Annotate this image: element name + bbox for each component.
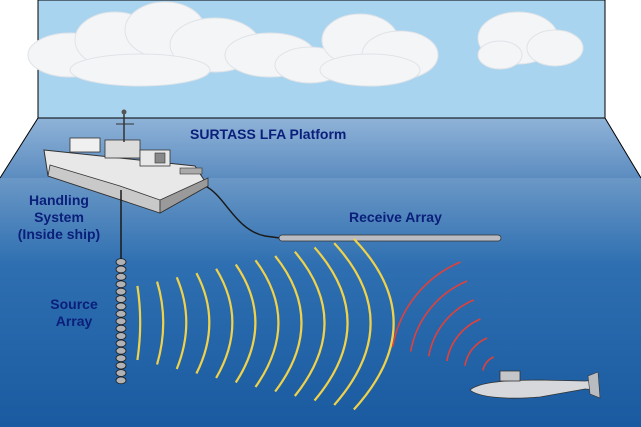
frame-edge-left bbox=[0, 117, 39, 179]
sound-wave-arc bbox=[234, 263, 257, 384]
source-element bbox=[115, 272, 127, 281]
sound-wave-arc bbox=[175, 276, 188, 370]
echo-wave-arc bbox=[409, 280, 468, 352]
echo-wave-arc bbox=[427, 299, 475, 357]
source-element bbox=[115, 376, 127, 385]
source-element bbox=[115, 354, 127, 363]
sound-wave-arc bbox=[274, 255, 303, 393]
source-element bbox=[115, 317, 127, 326]
echo-wave-arc bbox=[391, 261, 461, 347]
platform-label: SURTASS LFA Platform bbox=[190, 126, 347, 142]
handling-line-1: Handling bbox=[29, 192, 89, 208]
echo-waves bbox=[391, 261, 495, 371]
surveillance-ship-icon bbox=[43, 109, 209, 214]
sound-wave-arc bbox=[293, 250, 326, 397]
receive-array bbox=[278, 234, 502, 242]
sound-wave-arc bbox=[195, 272, 211, 374]
sound-wave-arc bbox=[254, 259, 280, 388]
sound-wave-arc bbox=[156, 281, 165, 365]
source-line-1: Source bbox=[50, 296, 98, 312]
source-element bbox=[115, 361, 127, 370]
receive-array-label: Receive Array bbox=[349, 209, 442, 225]
source-element bbox=[115, 258, 127, 266]
source-element bbox=[115, 339, 127, 348]
source-element bbox=[115, 280, 127, 289]
sound-wave-arc bbox=[136, 285, 142, 361]
handling-line-2: System bbox=[34, 209, 84, 225]
echo-wave-arc bbox=[464, 337, 488, 366]
cloud-icon bbox=[27, 1, 584, 87]
echo-wave-arc bbox=[482, 356, 495, 371]
sound-wave-arc bbox=[215, 268, 234, 379]
source-element bbox=[115, 265, 127, 274]
source-element bbox=[115, 332, 127, 340]
handling-line-3: (Inside ship) bbox=[17, 226, 101, 242]
sound-wave-arc bbox=[353, 238, 395, 411]
source-array bbox=[115, 258, 127, 385]
frame-edge-right bbox=[604, 117, 641, 179]
source-element bbox=[115, 309, 127, 318]
source-element bbox=[115, 295, 127, 303]
submarine-icon bbox=[469, 370, 601, 399]
tow-cable bbox=[204, 185, 281, 239]
source-element bbox=[115, 287, 127, 296]
source-line-2: Array bbox=[55, 313, 93, 329]
source-element bbox=[115, 324, 127, 333]
sound-wave-arc bbox=[333, 242, 372, 406]
echo-wave-arc bbox=[446, 318, 481, 362]
source-element bbox=[115, 302, 127, 311]
source-element bbox=[115, 369, 127, 377]
handling-system-label: Handling System (Inside ship) bbox=[6, 192, 112, 243]
source-element bbox=[115, 346, 127, 355]
sound-wave-arc bbox=[313, 246, 349, 402]
sound-waves bbox=[136, 238, 395, 411]
source-array-label: Source Array bbox=[38, 296, 110, 330]
